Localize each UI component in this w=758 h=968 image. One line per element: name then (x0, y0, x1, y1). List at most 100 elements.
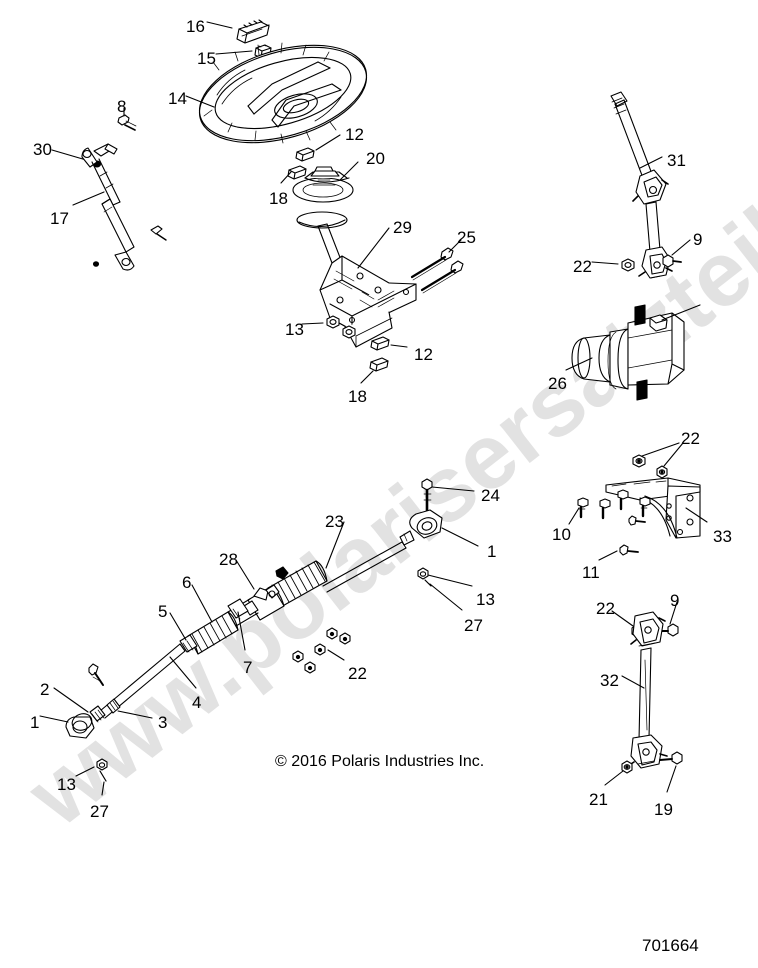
part-27-cotter-pin-center (424, 579, 432, 587)
callout-knob-insert: 15 (197, 49, 216, 68)
callout-clamp: 3 (158, 713, 168, 732)
callout-nut-lock: 21 (589, 790, 608, 809)
callout-bushing-lower2: 18 (348, 387, 367, 406)
leader-22d (611, 610, 634, 627)
part-10-flange-bolts (577, 489, 651, 526)
callout-rack-bushing: 7 (243, 658, 253, 677)
callout-cotter-pin: 27 (464, 616, 483, 635)
leader-16 (206, 21, 233, 29)
leader-22a (591, 261, 619, 265)
leader-22b1 (641, 442, 680, 457)
callout-eps-motor-unit: 26 (548, 374, 567, 393)
leader-22c (327, 649, 345, 661)
part-22-nuts-bracket (632, 454, 668, 479)
leader-6 (191, 584, 213, 623)
leader-12b (390, 344, 408, 348)
part-22-nut-upper (621, 258, 635, 272)
leader-10 (568, 507, 580, 525)
callout-bolt2: 9 (670, 591, 680, 610)
leader-eps-boss (661, 304, 701, 321)
leader-12a (315, 134, 341, 151)
callout-tie-rod-end-left: 1 (30, 713, 40, 732)
part-25-long-bolts (410, 247, 464, 294)
callout-rack-clamp: 28 (219, 550, 238, 569)
callout-bolt-long: 25 (457, 228, 476, 247)
leader-5 (169, 612, 187, 641)
callout-jam-nut: 2 (40, 680, 50, 699)
part-nut-column-2 (342, 325, 356, 339)
callout-switch-plate: 16 (186, 17, 205, 36)
callout-bolt-small: 11 (582, 563, 600, 582)
leader-33 (685, 507, 708, 523)
part-8-screw (117, 114, 137, 131)
leader-18a (280, 171, 292, 184)
leader-18b (360, 370, 374, 384)
part-9-bolt-lower (655, 623, 679, 637)
part-17-gas-spring (81, 143, 135, 271)
callout-rack-boot-left: 6 (182, 573, 192, 592)
callout-steering-wheel: 14 (168, 89, 187, 108)
part-1-tie-rod-end-right (399, 509, 443, 546)
part-29-steering-column-support (296, 211, 417, 348)
part-13-nut-center (417, 567, 429, 580)
callout-nut2: 13 (476, 590, 495, 609)
part-rack-assembly (39, 509, 443, 739)
leader-28 (235, 559, 255, 590)
part-9-bolt-upper (662, 254, 682, 268)
leader-29 (357, 227, 390, 269)
part-bolt-near-jam-nut (88, 663, 104, 686)
callout-gas-spring: 17 (50, 209, 69, 228)
callout-tie-rod-end-right: 1 (487, 542, 497, 561)
part-16-switch-plate (236, 19, 270, 44)
callout-bushing-lower: 12 (414, 345, 433, 364)
part-5-boot-clamp (179, 634, 198, 653)
part-number-label: 701664 (642, 936, 699, 955)
leader-2 (53, 687, 89, 713)
leader-20 (339, 161, 359, 181)
part-20-tilt-lever-housing (292, 166, 354, 203)
part-6-rack-boot-left (187, 611, 239, 655)
leader-3 (117, 710, 153, 719)
leader-26 (565, 357, 593, 371)
part-33-eps-mount-bracket (605, 477, 701, 539)
part-1-tie-rod-end-left (65, 713, 95, 739)
callout-nut-flange: 22 (573, 257, 592, 276)
part-26-eps-motor-unit (571, 304, 685, 401)
part-11-small-bolt (619, 544, 639, 556)
leader-23 (325, 521, 345, 569)
callout-steering-column-support: 29 (393, 218, 412, 237)
callout-boot-clamp: 5 (158, 602, 168, 621)
copyright-notice: © 2016 Polaris Industries Inc. (275, 753, 485, 770)
callout-lower-steering-shaft: 32 (600, 671, 619, 690)
leader-17 (72, 191, 105, 206)
part-31-upper-steering-shaft (610, 91, 673, 279)
part-28-rack-clamp (243, 566, 289, 621)
part-3-clamp (106, 698, 121, 714)
leader-1b (39, 715, 69, 723)
leader-7 (237, 611, 246, 651)
part-2-jam-nut (89, 705, 106, 723)
leader-13a (301, 322, 324, 325)
part-13-nut-bottom (96, 758, 108, 771)
leader-4 (169, 656, 197, 689)
part-loose-pin-left (150, 225, 167, 241)
callout-screw: 8 (117, 97, 127, 116)
part-27-cotter-pin-bottom (99, 770, 107, 782)
callout-nut-flange2: 22 (681, 429, 700, 448)
leader-25 (448, 239, 462, 253)
leader-9b (669, 601, 678, 625)
callout-eps-mount-bracket: 33 (713, 527, 732, 546)
leader-31 (639, 156, 663, 169)
leader-9a (671, 239, 691, 256)
callout-bolt: 9 (693, 230, 703, 249)
part-14-steering-wheel (198, 42, 368, 144)
leader-14 (185, 95, 215, 108)
callout-upper-steering-shaft: 31 (667, 151, 686, 170)
leader-1a (441, 527, 479, 547)
leader-13c (75, 766, 95, 777)
callout-tilt-lever-housing: 20 (366, 149, 385, 168)
callout-rack-boot-right: 23 (325, 512, 344, 531)
callout-nut3: 13 (57, 775, 76, 794)
